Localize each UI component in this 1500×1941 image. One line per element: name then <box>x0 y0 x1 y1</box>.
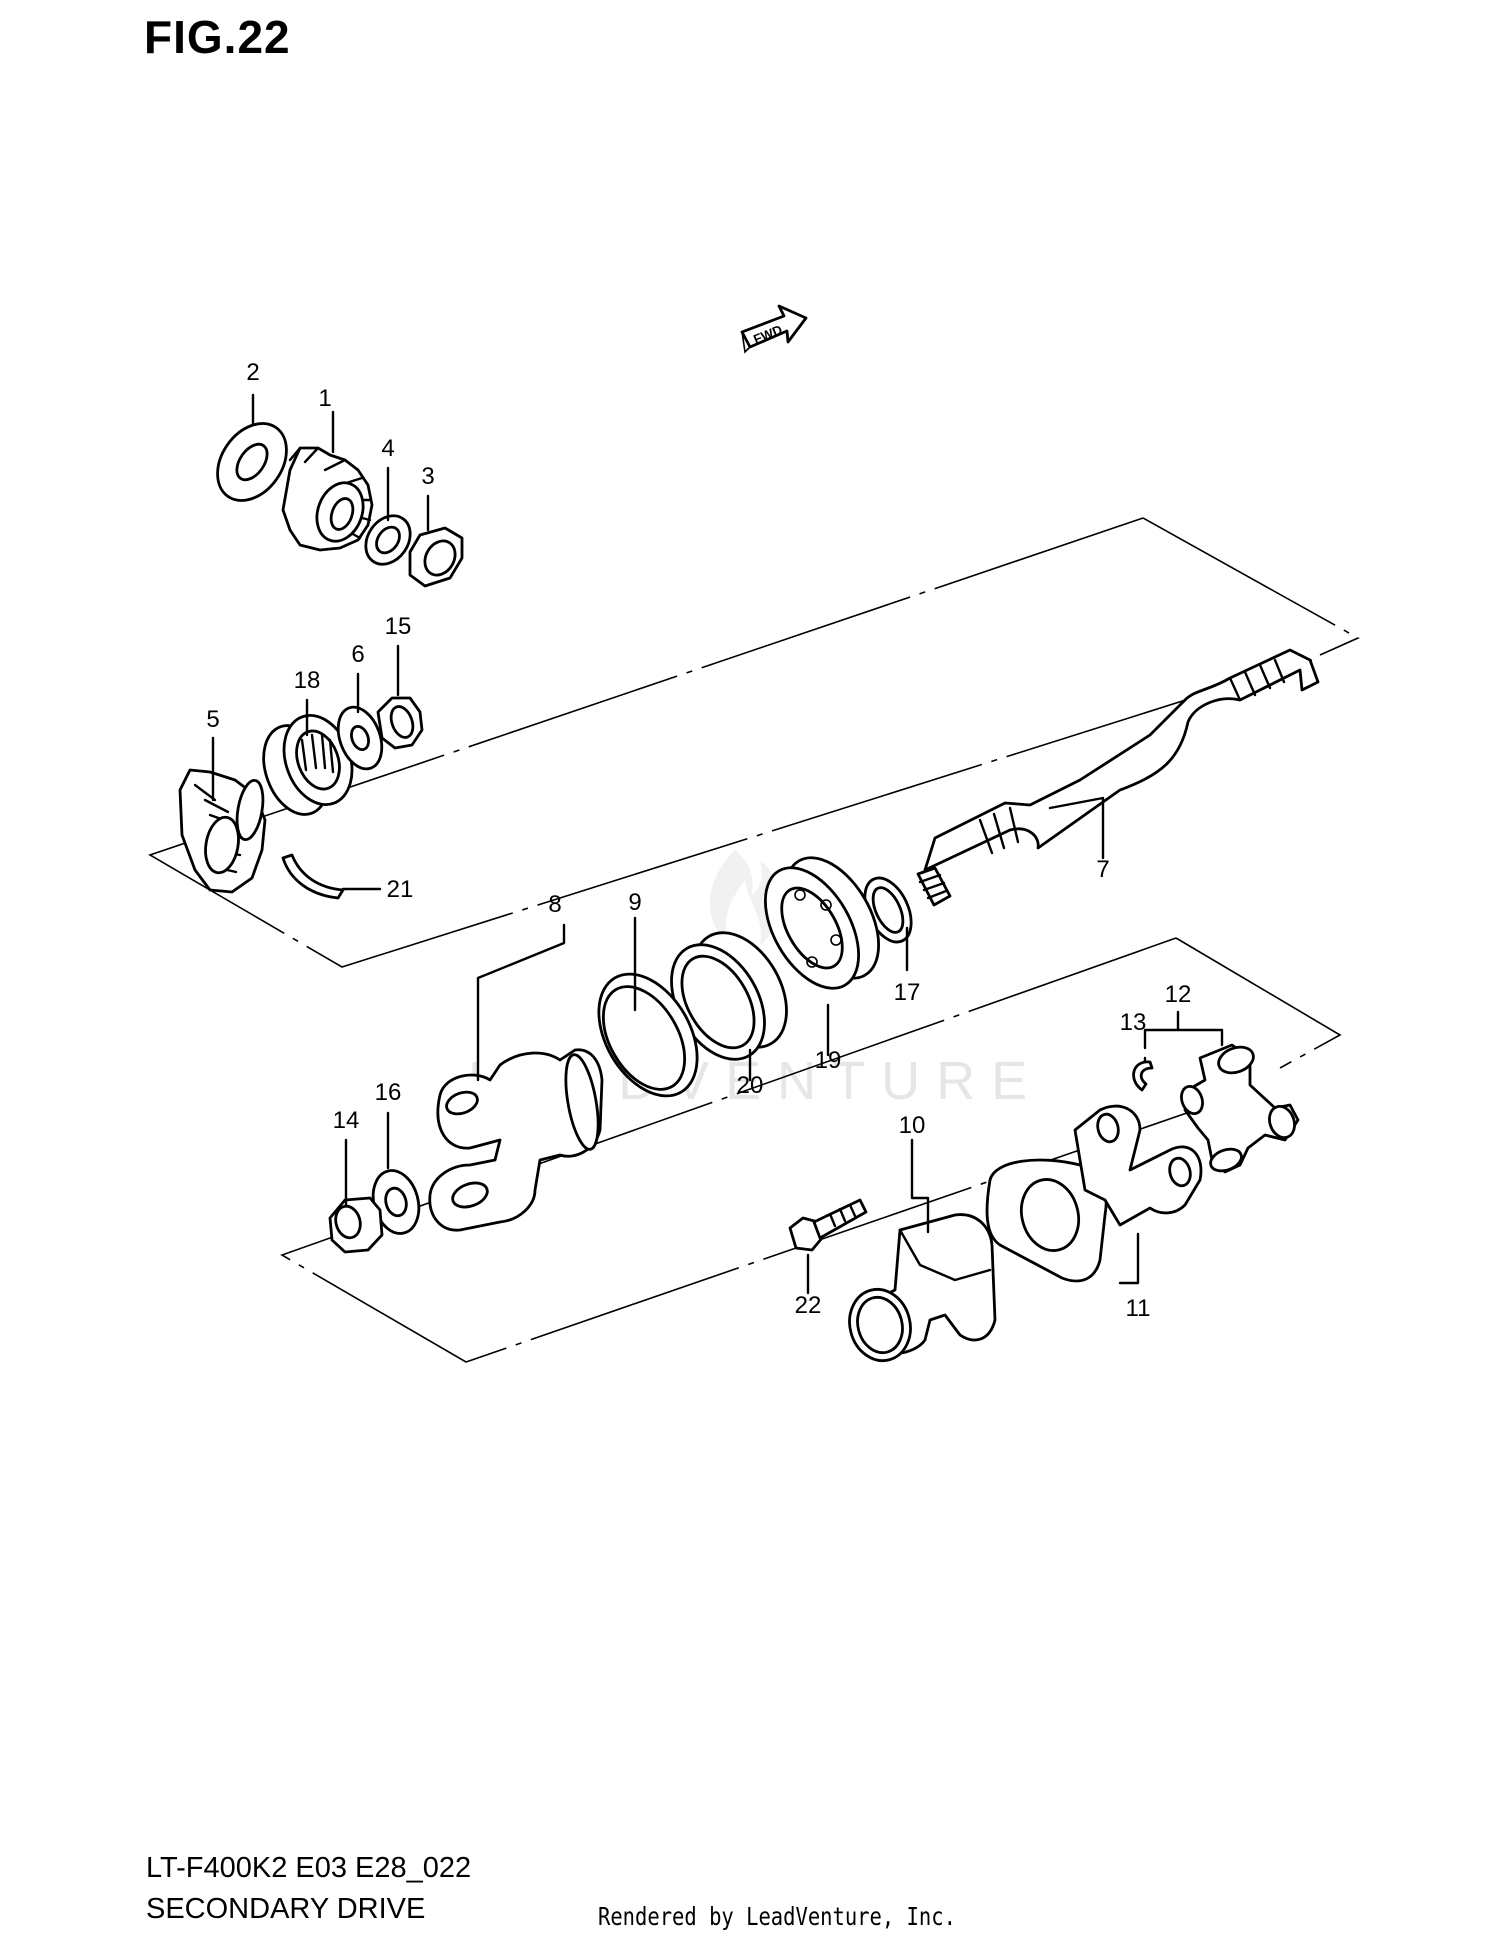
model-code: LT-F400K2 E03 E28_022 <box>146 1852 472 1884</box>
leader-lines <box>211 393 1224 1295</box>
part-5-bevel-gear <box>178 768 267 894</box>
part-10-output-flange <box>848 1213 997 1363</box>
part-22-bolt <box>788 1198 868 1252</box>
part-20-seal <box>670 931 788 1061</box>
callout-15: 15 <box>385 613 412 640</box>
callout-17: 17 <box>894 979 921 1006</box>
part-14-nut <box>328 1196 384 1254</box>
part-1-bevel-gear <box>281 446 374 552</box>
callout-3: 3 <box>421 463 434 490</box>
callout-21: 21 <box>387 876 414 903</box>
callout-22: 22 <box>795 1292 822 1319</box>
callout-20: 20 <box>737 1072 764 1099</box>
part-18-bearing <box>262 714 354 816</box>
callout-16: 16 <box>375 1079 402 1106</box>
callout-11: 11 <box>1126 1295 1151 1322</box>
callout-14: 14 <box>333 1107 360 1134</box>
callout-10: 10 <box>899 1112 926 1139</box>
part-11-flange-yoke <box>985 1104 1203 1283</box>
part-21-circlip <box>281 853 345 900</box>
frame-upper <box>148 517 1360 968</box>
callout-4: 4 <box>381 435 394 462</box>
callout-6: 6 <box>351 641 364 668</box>
callout-1: 1 <box>318 385 331 412</box>
rendered-by-credit: Rendered by LeadVenture, Inc. <box>598 1902 956 1931</box>
flame-logo-icon <box>709 850 781 945</box>
part-15-nut <box>376 696 424 750</box>
part-2-washer <box>216 422 288 502</box>
part-3-nut <box>408 526 464 588</box>
part-7-shaft <box>916 648 1320 907</box>
callout-2: 2 <box>246 359 259 386</box>
callout-18: 18 <box>294 667 321 694</box>
part-4-washer <box>364 514 412 566</box>
frame-lower <box>280 937 1342 1363</box>
callout-8: 8 <box>548 891 561 918</box>
part-19-bearing <box>763 856 881 990</box>
figure-title: FIG.22 <box>144 11 291 63</box>
section-name: SECONDARY DRIVE <box>146 1893 426 1925</box>
fwd-arrow-icon: FWD <box>740 304 808 354</box>
part-6-washer <box>336 705 384 771</box>
callout-5: 5 <box>206 706 219 733</box>
callout-labels: 1 2 3 4 5 6 7 8 9 10 11 12 13 14 15 16 1… <box>206 359 1191 1322</box>
callout-7: 7 <box>1096 856 1109 883</box>
callout-9: 9 <box>628 889 641 916</box>
callout-12: 12 <box>1165 981 1192 1008</box>
callout-19: 19 <box>815 1047 842 1074</box>
part-9-seal-ring <box>597 972 699 1098</box>
part-8-yoke <box>428 1048 604 1232</box>
part-16-washer <box>371 1169 421 1235</box>
callout-13: 13 <box>1120 1009 1147 1036</box>
part-13-clip <box>1132 1060 1154 1092</box>
part-12-universal-joint <box>1180 1043 1300 1174</box>
